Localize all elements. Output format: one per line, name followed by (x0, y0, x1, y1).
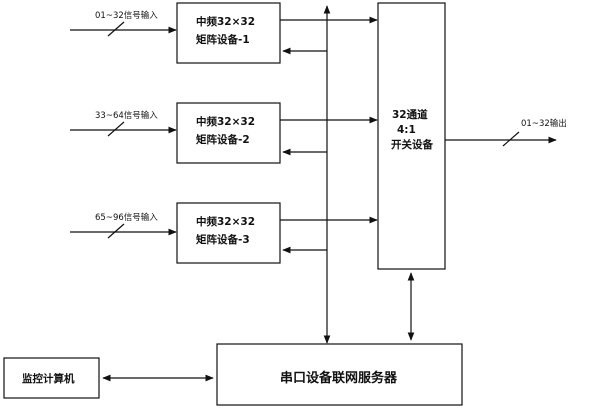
matrix-device-3-box (176, 202, 281, 264)
monitor-computer-label: 监控计算机 (22, 372, 75, 385)
switch-device-line3: 开关设备 (391, 138, 433, 151)
monitor-computer-box (3, 357, 100, 399)
matrix-device-2-subtitle: 矩阵设备-2 (196, 133, 250, 146)
switch-device-line2: 4:1 (397, 124, 416, 136)
matrix-device-2-title: 中频32×32 (196, 115, 255, 128)
matrix-device-1-box (176, 2, 281, 64)
input-label-1: 01~32信号输入 (95, 10, 158, 21)
serial-server-label: 串口设备联网服务器 (280, 370, 398, 386)
input-label-3: 65~96信号输入 (95, 212, 158, 223)
matrix-device-3-title: 中频32×32 (196, 215, 255, 228)
input-line-1 (70, 21, 177, 37)
switch-device-line1: 32通道 (392, 108, 428, 121)
output-label: 01~32输出 (521, 118, 567, 129)
switch-device-box (377, 2, 446, 270)
input-label-2: 33~64信号输入 (95, 110, 158, 121)
input-line-3 (70, 223, 177, 239)
input-line-2 (70, 121, 177, 137)
matrix-device-1-title: 中频32×32 (196, 15, 255, 28)
matrix-device-3-subtitle: 矩阵设备-3 (196, 233, 250, 246)
matrix-device-2-box (176, 102, 281, 164)
serial-server-box (216, 343, 463, 406)
output-line (445, 131, 557, 147)
matrix-device-1-subtitle: 矩阵设备-1 (196, 33, 250, 46)
